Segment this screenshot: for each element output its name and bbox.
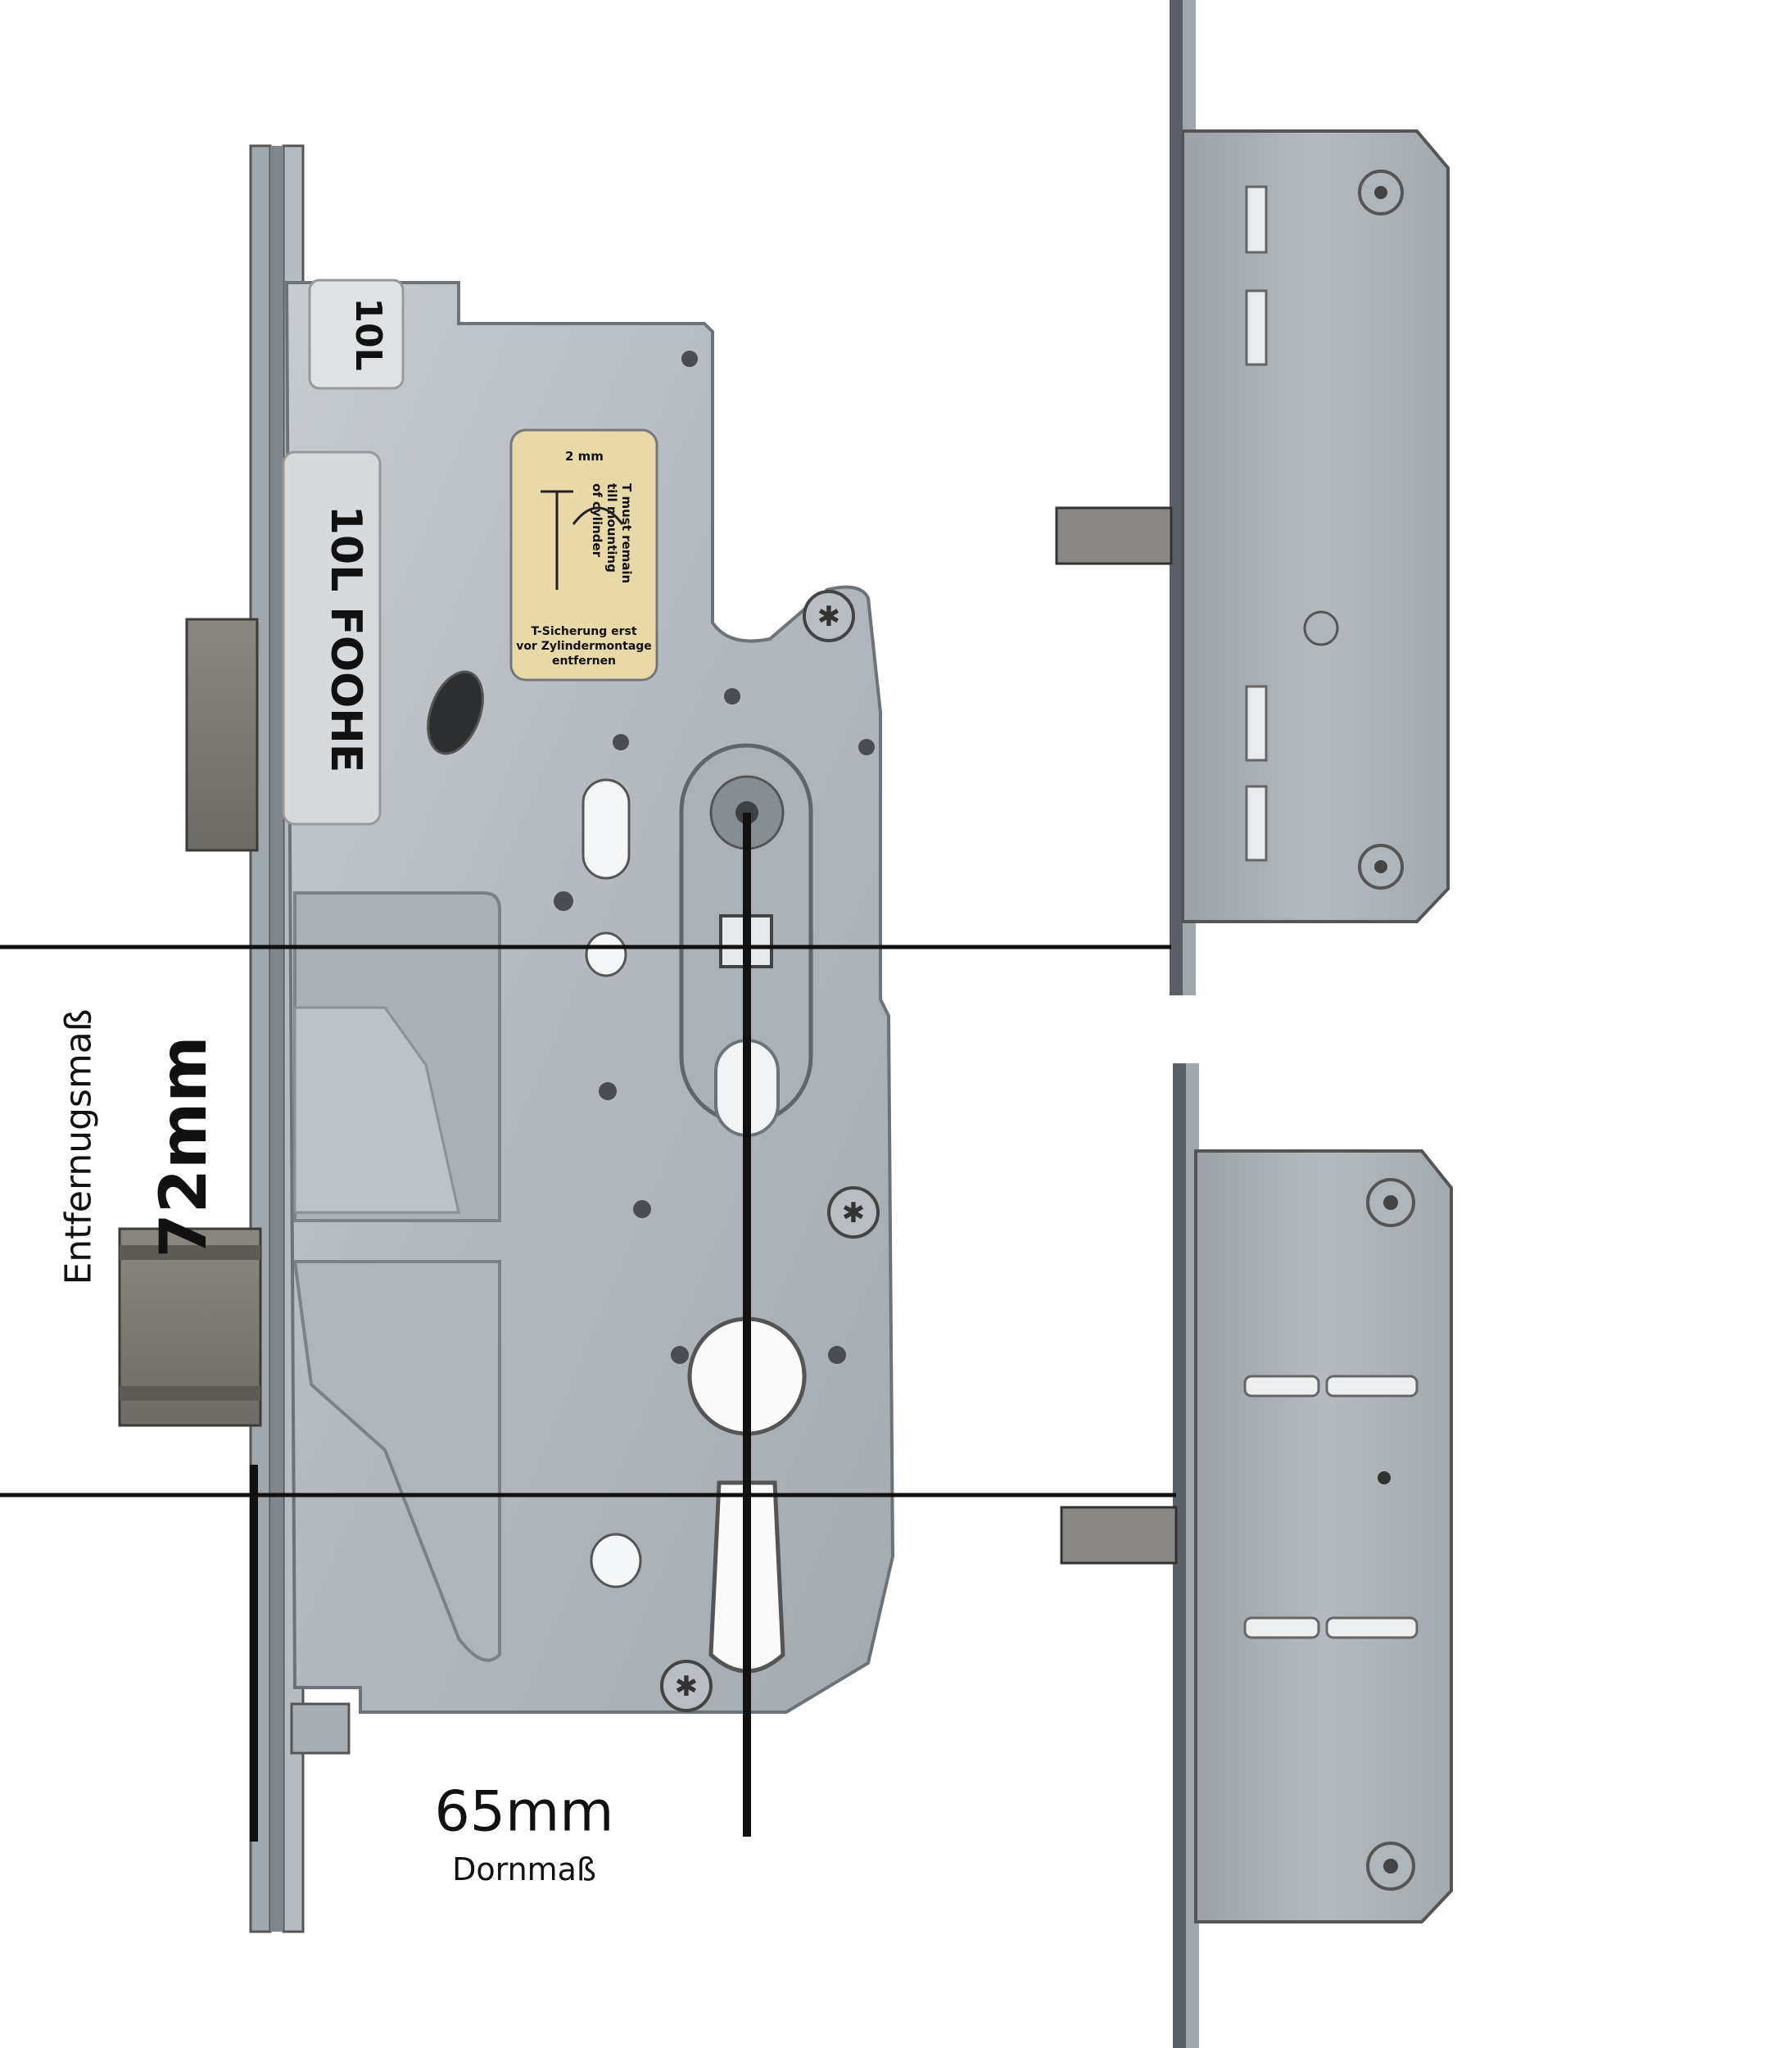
sticker-text: 10L FOOHE: [321, 505, 370, 773]
sticker: [282, 451, 382, 826]
main-lock-case: ✱ ✱ ✱ 10L 10L FOOHE 2 mm T must remain t…: [118, 144, 895, 1933]
warning-label-en-3: of cylinder: [590, 483, 604, 558]
warning-label-en-1: T must remain: [619, 483, 634, 583]
dimension-lines: [0, 813, 1176, 1842]
distance-value-label: 72mm: [147, 1035, 221, 1258]
warning-label-gap: 2 mm: [565, 449, 604, 464]
svg-text:✱: ✱: [817, 600, 841, 633]
sticker: [308, 279, 405, 390]
upper-hook-bolt: [1055, 506, 1173, 565]
svg-text:✱: ✱: [842, 1197, 866, 1230]
warning-label-de-1: T-Sicherung erst: [531, 625, 636, 638]
warning-label-en-2: till mounting: [604, 483, 619, 573]
warning-label-de-2: vor Zylindermontage: [516, 640, 652, 653]
torx-screw: ✱: [660, 1660, 713, 1712]
backset-caption-label: Dornmaß: [452, 1851, 596, 1887]
upper-locking-box: [1055, 129, 1450, 923]
warning-label-de-3: entfernen: [552, 655, 616, 668]
torx-screw: ✱: [803, 590, 855, 642]
torx-screw: ✱: [827, 1186, 880, 1239]
sticker-text: 10L: [347, 297, 389, 370]
lower-locking-box: [1060, 1149, 1453, 1923]
svg-text:✱: ✱: [675, 1670, 699, 1703]
latch-bolt: [185, 618, 259, 852]
faceplate-rail: [270, 146, 283, 1932]
backset-value-label: 65mm: [434, 1779, 614, 1845]
distance-caption-label: Entfernugsmaß: [57, 1008, 100, 1285]
lower-hook-bolt: [1060, 1506, 1178, 1565]
